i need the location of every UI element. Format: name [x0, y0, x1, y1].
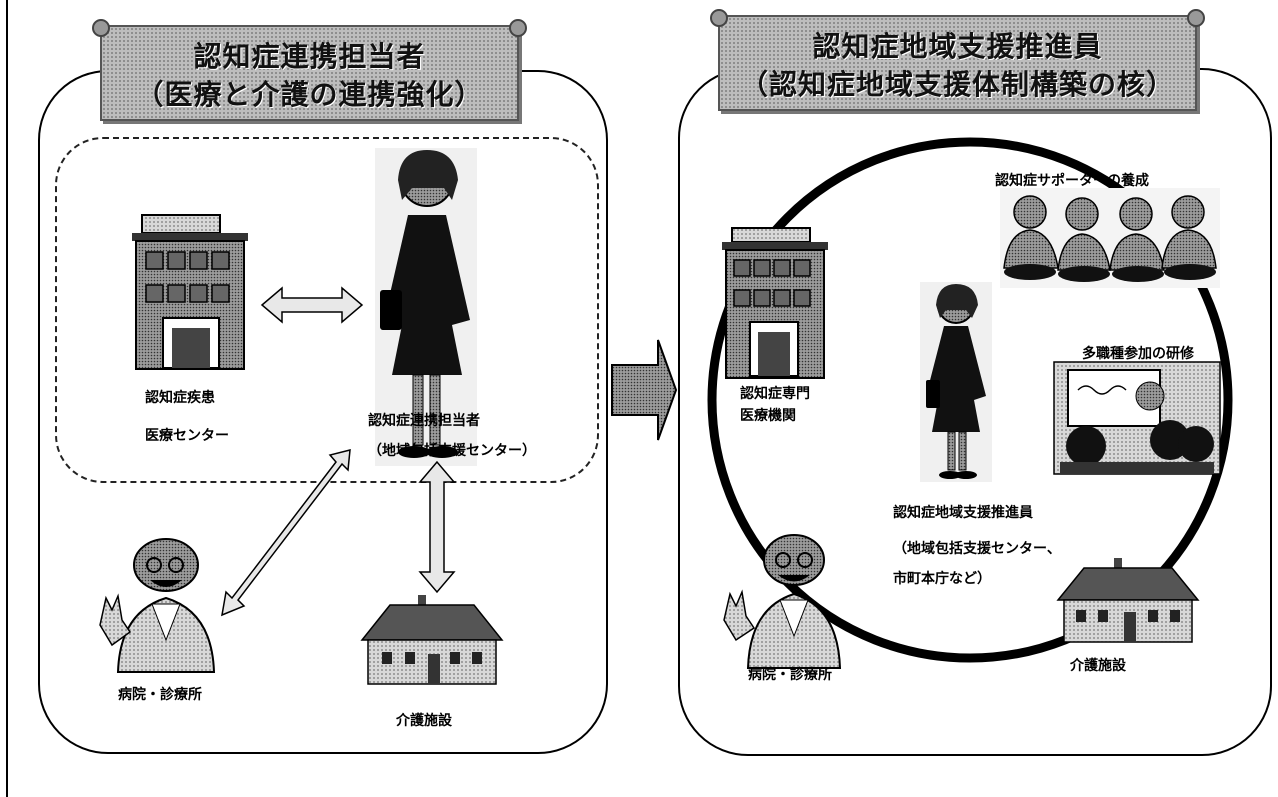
- care-house-icon-right: [1056, 558, 1200, 643]
- specialist-label-2: 医療機関: [740, 408, 796, 424]
- supporters-group-icon: [1000, 188, 1220, 288]
- double-arrow-vertical: [418, 460, 456, 594]
- transition-arrow: [611, 339, 678, 441]
- care-facility-label-right: 介護施設: [1070, 658, 1126, 674]
- double-arrow-horizontal: [260, 286, 364, 324]
- left-title-line2: （医療と介護の連携強化）: [135, 78, 484, 111]
- promoter-woman-icon: [920, 282, 992, 482]
- coordinator-label-2: （地域包括支援センター）: [368, 443, 536, 459]
- specialist-building-icon: [722, 227, 828, 379]
- double-arrow-diagonal: [221, 449, 351, 617]
- supporters-label: 認知症サポーターの養成: [995, 173, 1149, 189]
- promoter-label-2: （地域包括支援センター、: [893, 541, 1061, 557]
- right-title-line2: （認知症地域支援体制構築の核）: [739, 68, 1175, 101]
- hospital-building-icon: [132, 214, 248, 370]
- promoter-label-3: 市町本庁など）: [893, 571, 991, 587]
- specialist-label-1: 認知症専門: [740, 386, 810, 402]
- clinic-label-left: 病院・診療所: [118, 687, 202, 703]
- care-facility-label-left: 介護施設: [396, 713, 452, 729]
- support-network-ring: [707, 137, 1233, 663]
- training-scene-icon: [1053, 361, 1221, 475]
- coordinator-woman-icon: [375, 148, 477, 466]
- left-border-line: [6, 0, 8, 797]
- left-title-banner: 認知症連携担当者 （医療と介護の連携強化）: [92, 19, 527, 121]
- hospital-center-label-1: 認知症疾患: [145, 390, 215, 406]
- right-title-banner: 認知症地域支援推進員 （認知症地域支援体制構築の核）: [710, 9, 1205, 111]
- left-title-line1: 認知症連携担当者: [193, 40, 426, 73]
- clinic-label-right: 病院・診療所: [748, 667, 832, 683]
- care-house-icon-left: [360, 595, 504, 685]
- training-label: 多職種参加の研修: [1082, 346, 1194, 362]
- promoter-label-1: 認知症地域支援推進員: [893, 505, 1033, 521]
- right-title-line1: 認知症地域支援推進員: [812, 30, 1103, 63]
- hospital-center-label-2: 医療センター: [145, 428, 229, 444]
- doctor-icon-left: [99, 538, 216, 673]
- doctor-icon-right: [723, 534, 842, 669]
- coordinator-label-1: 認知症連携担当者: [368, 413, 480, 429]
